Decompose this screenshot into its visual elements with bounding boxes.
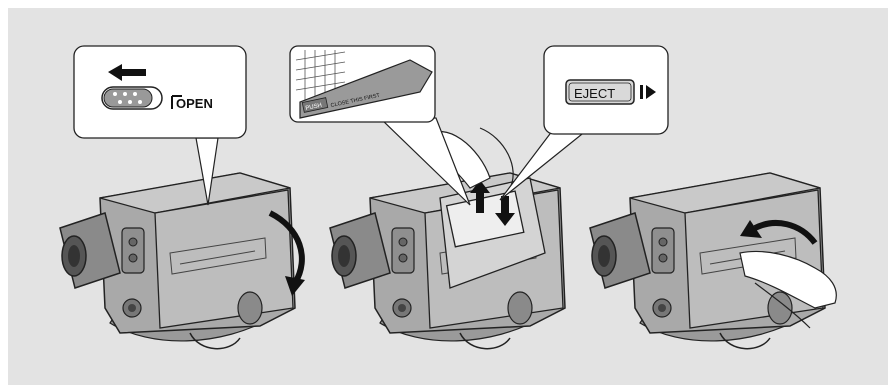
push-label: PUSH: [305, 103, 323, 112]
step3-camcorder-illustration: [589, 172, 837, 350]
slide-left-arrow-icon: [108, 64, 146, 81]
eject-callout: EJECT: [543, 45, 669, 135]
open-label: OPEN: [176, 96, 213, 111]
push-callout: PUSH CLOSE THIS FIRST: [289, 45, 436, 123]
eject-button-icon: [565, 79, 635, 105]
open-switch-callout: OPEN: [73, 45, 247, 139]
step1-camcorder-illustration: [59, 172, 305, 350]
eject-direction-icon: [646, 85, 656, 99]
eject-label: EJECT: [574, 86, 615, 101]
